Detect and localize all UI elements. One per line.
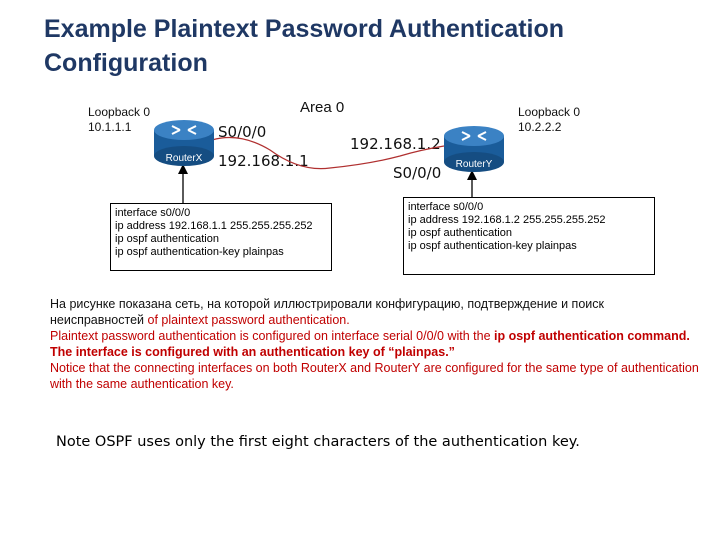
description-ru: На рисунке показана сеть, на которой илл… [50, 297, 604, 327]
description-en-line1: Plaintext password authentication is con… [50, 329, 495, 343]
router-x-loopback-label: Loopback 0 [88, 105, 151, 119]
router-x-ip: 192.168.1.1 [218, 152, 309, 170]
router-y-config-box: interface s0/0/0 ip address 192.168.1.2 … [403, 197, 655, 275]
router-y-loopback-ip: 10.2.2.2 [518, 120, 562, 134]
config-line: interface s0/0/0 [408, 201, 484, 213]
description-en-bold: ip ospf authentication command. The inte… [50, 329, 690, 359]
router-x-loopback-ip: 10.1.1.1 [88, 120, 132, 134]
config-line: ip ospf authentication-key plainpas [115, 246, 284, 258]
router-x-interface: S0/0/0 [218, 123, 267, 141]
router-y-ip: 192.168.1.2 [350, 135, 441, 153]
config-line: ip address 192.168.1.1 255.255.255.252 [115, 220, 313, 232]
router-x-arrow-head [178, 164, 188, 174]
router-y-name: RouterY [456, 159, 493, 170]
area-label: Area 0 [300, 99, 345, 116]
description-en-line2: Notice that the connecting interfaces on… [50, 361, 699, 391]
router-x-name: RouterX [166, 153, 203, 164]
config-line: ip ospf authentication [408, 227, 512, 239]
config-line: interface s0/0/0 [115, 207, 191, 219]
description-ru-suffix: of plaintext password authentication. [147, 313, 350, 327]
config-line: ip address 192.168.1.2 255.255.255.252 [408, 214, 606, 226]
serial-link [211, 137, 445, 170]
config-line: ip ospf authentication-key plainpas [408, 240, 577, 252]
config-line: ip ospf authentication [115, 233, 219, 245]
topology-diagram [178, 137, 477, 203]
router-y-arrow-head [467, 170, 477, 180]
router-x-icon: RouterX [154, 120, 214, 166]
router-x-config-box: interface s0/0/0 ip address 192.168.1.1 … [110, 203, 332, 271]
router-y-icon: RouterY [444, 126, 504, 172]
router-y-loopback-label: Loopback 0 [518, 105, 581, 119]
description: На рисунке показана сеть, на которой илл… [50, 296, 700, 392]
note-text: Note OSPF uses only the first eight char… [56, 434, 580, 450]
router-y-interface: S0/0/0 [393, 164, 442, 182]
page-title: Example Plaintext Password Authenticatio… [44, 15, 565, 77]
